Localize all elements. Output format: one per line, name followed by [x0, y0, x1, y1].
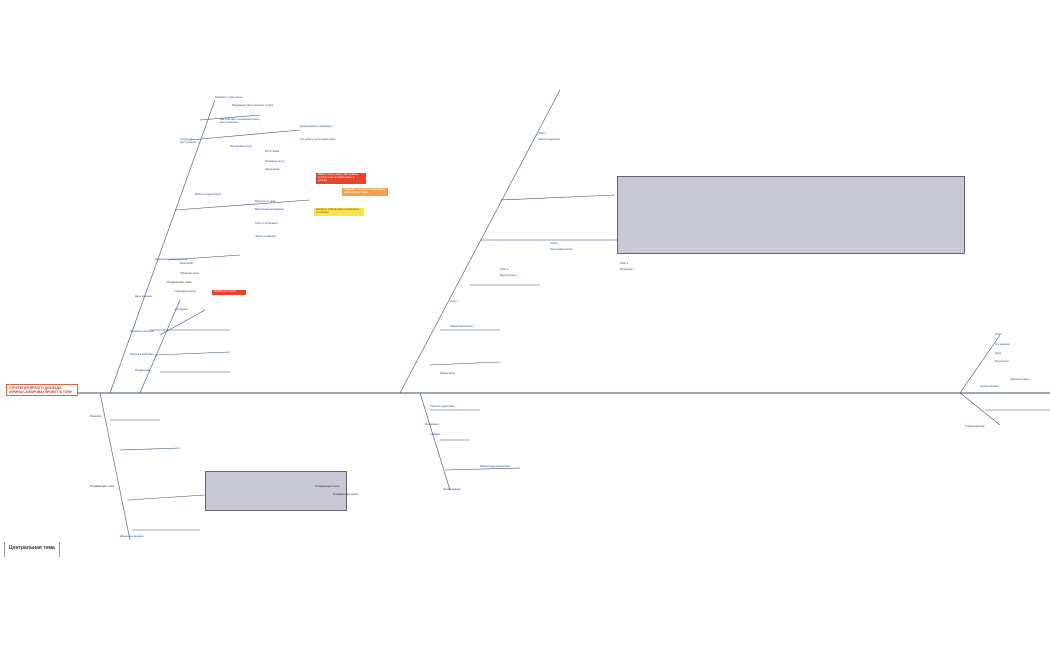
topic-node[interactable]: Выступление — [500, 274, 517, 277]
topic-node[interactable]: Практика — [90, 415, 102, 418]
topic-node[interactable]: Пережить страх сцены — [215, 96, 243, 99]
topic-node[interactable]: Этап 3 — [620, 262, 629, 265]
callout-red[interactable]: Важно: понять, какие у вас сильные сторо… — [316, 173, 366, 184]
floating-topic[interactable]: Плавающая тема — [333, 492, 358, 496]
topic-node[interactable]: Цель доклада — [135, 295, 152, 298]
topic-node[interactable]: Цели — [995, 352, 1002, 355]
topic-node[interactable]: Этап 1 — [538, 132, 547, 135]
topic-node[interactable]: Вступление — [265, 150, 280, 153]
topic-node[interactable]: Обратная связь — [180, 272, 200, 275]
topic-node[interactable]: Подготовка текста — [550, 248, 573, 251]
topic-node[interactable]: Материалы — [425, 423, 439, 426]
callout-template[interactable]: Шаблон для записи — [212, 290, 246, 295]
topic-node[interactable]: Подготовка к выступлению — [155, 258, 188, 261]
topic-node[interactable]: Домашнее задание — [120, 535, 144, 538]
topic-node[interactable]: Аргументы — [175, 308, 189, 311]
topic-node[interactable]: Что делать, если забыл текст — [300, 138, 336, 141]
topic-node[interactable]: Призыв к действию — [130, 353, 154, 356]
detail-box-lower[interactable] — [205, 471, 347, 511]
topic-node[interactable]: Итоги — [450, 300, 457, 303]
topic-node[interactable]: Обратная связь — [1010, 378, 1030, 381]
callout-yellow[interactable]: Запишите себя на видео и посмотрите со с… — [314, 208, 364, 216]
topic-node[interactable]: Работа с аудиторией — [195, 193, 221, 196]
detail-box-upper[interactable] — [617, 176, 965, 254]
topic-node[interactable]: Результаты — [995, 360, 1009, 363]
topic-node[interactable]: Анализ аудитории — [538, 138, 561, 141]
topic-node[interactable]: Репетиции — [620, 268, 633, 271]
topic-node[interactable]: Оценка результата — [450, 325, 473, 328]
topic-node[interactable]: Основная часть — [265, 160, 285, 163]
topic-node[interactable]: Дыхательные упражнения — [300, 125, 332, 128]
topic-node[interactable]: Упражнения — [135, 369, 150, 372]
topic-node[interactable]: Ключевые мысли — [175, 290, 197, 293]
topic-node[interactable]: Как держать паузу — [230, 145, 253, 148]
root-topic[interactable]: СТРАТЕГИЯ ЯРКОГО ДОКЛАДА (ИРИНА САФАРОВА… — [6, 384, 78, 396]
topic-node[interactable]: Чек-лист подготовки — [430, 405, 455, 408]
topic-node[interactable]: Репетиция — [180, 262, 193, 265]
sheet-tab-central-topic[interactable]: Центральная тема — [4, 542, 60, 557]
topic-node[interactable]: Следующий шаг — [965, 425, 985, 428]
topic-node[interactable]: Слайды — [430, 433, 440, 436]
floating-topic[interactable]: Плавающая тема — [167, 280, 192, 284]
topic-node[interactable]: Структура выступления — [180, 138, 196, 144]
callout-orange[interactable]: Подумайте: чего боится аудитория и как в… — [342, 188, 388, 196]
topic-node[interactable]: Раздаточные материалы — [480, 465, 510, 468]
topic-node[interactable]: Рекомендации — [443, 488, 461, 491]
floating-topic[interactable]: Плавающая тема — [90, 484, 115, 488]
topic-node[interactable]: Этап 2 — [550, 242, 559, 245]
topic-node[interactable]: Итоги — [995, 333, 1002, 336]
topic-node[interactable]: Этап 4 — [500, 268, 509, 271]
topic-node[interactable]: Понимание своих сильных сторон — [232, 104, 274, 107]
topic-node[interactable]: Новые цели — [440, 372, 455, 375]
topic-node[interactable]: Анализ ошибок — [980, 385, 999, 388]
topic-node[interactable]: Жесты и мимика — [255, 235, 276, 238]
topic-node[interactable]: Визуальные материалы — [255, 208, 284, 211]
topic-node[interactable]: Вопросы из зала — [255, 200, 276, 203]
floating-topic[interactable]: Плавающая тема — [315, 484, 340, 488]
sheet-tab-label: Центральная тема — [9, 545, 55, 551]
topic-node[interactable]: Как работать с волнением перед выступлен… — [220, 118, 260, 124]
topic-node[interactable]: Что дальше — [995, 343, 1010, 346]
root-topic-label: СТРАТЕГИЯ ЯРКОГО ДОКЛАДА (ИРИНА САФАРОВА… — [9, 386, 73, 394]
topic-node[interactable]: Примеры и истории — [130, 330, 154, 333]
topic-node[interactable]: Голос и интонация — [255, 222, 278, 225]
topic-node[interactable]: Заключение — [265, 168, 280, 171]
